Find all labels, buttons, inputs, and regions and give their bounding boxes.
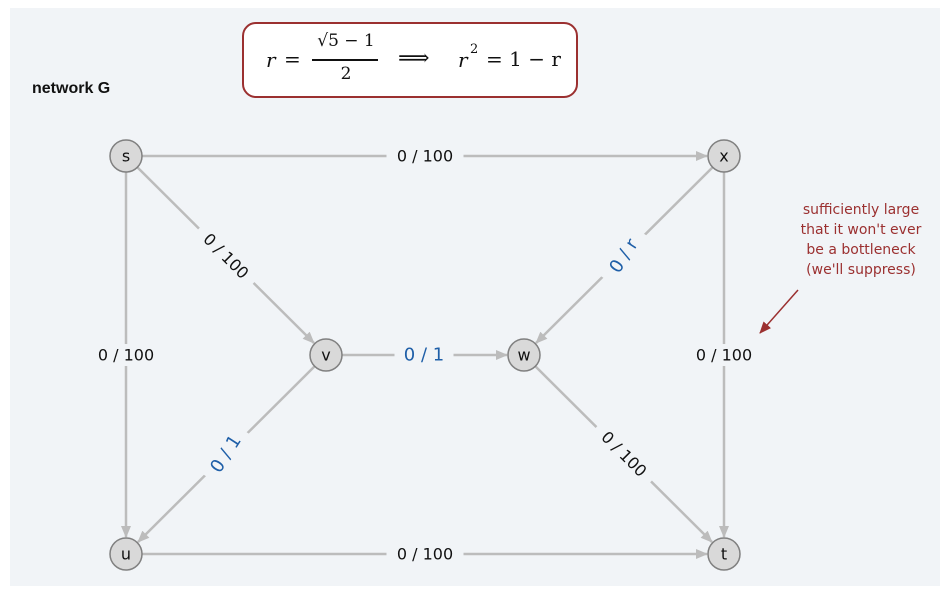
edge-label-bg [685, 344, 763, 366]
edge-label-bg [386, 145, 464, 167]
node-circle [109, 537, 143, 571]
edge-label: 0 / 100 [397, 147, 453, 166]
formula-numerator: √5 − 1 [317, 31, 375, 51]
node-s: s [109, 139, 143, 173]
edge-labels-layer: 0 / 100 0 / 100 0 / 100 0 / r 0 / 100 0 / 1 0 … [87, 145, 763, 565]
edge-label-bg [394, 344, 454, 366]
edge-label-group-u-t: 0 / 100 [386, 543, 464, 565]
network-title: network G [32, 80, 111, 97]
nodes-layer: s x v w u t [109, 139, 741, 571]
edge-label-bg [598, 225, 650, 287]
annotation-line-1: sufficiently large [802, 202, 920, 218]
node-label: w [517, 346, 530, 365]
edge-label-bg [190, 220, 262, 292]
edge-label-group-x-w: 0 / r [598, 225, 650, 287]
annotation-arrow [759, 289, 799, 334]
fraction-bar [312, 59, 378, 61]
annotation-line-4: (we'll suppress) [806, 262, 916, 278]
edge-label-bg [588, 418, 660, 490]
annotation-line-3: be a bottleneck [806, 242, 916, 258]
edge-label: 0 / 100 [199, 229, 252, 282]
edge-label-bg [87, 344, 165, 366]
diagram-panel [10, 8, 940, 586]
node-label: t [721, 545, 727, 564]
formula-lhs-var: r [266, 48, 276, 72]
node-circle [109, 139, 143, 173]
edge-label: 0 / 100 [696, 346, 752, 365]
node-label: x [719, 147, 728, 166]
edge-label-group-s-u: 0 / 100 [87, 344, 165, 366]
edge-label-group-x-t: 0 / 100 [685, 344, 763, 366]
formula-equals: = [284, 47, 301, 71]
node-u: u [109, 537, 143, 571]
annotation-note: sufficiently large that it won't ever be… [788, 200, 934, 280]
edge-label-group-s-x: 0 / 100 [386, 145, 464, 167]
node-circle [707, 537, 741, 571]
edge-label-group-s-v: 0 / 100 [190, 220, 262, 292]
annotation-line-2: that it won't ever [800, 222, 922, 238]
node-circle [309, 338, 343, 372]
edge-label-bg [386, 543, 464, 565]
implies-symbol: ⟹ [398, 46, 430, 71]
formula-exponent: 2 [470, 42, 479, 57]
edge-label-bg [200, 423, 252, 485]
edge-label: 0 / 1 [404, 345, 444, 366]
edge-label-group-v-w: 0 / 1 [394, 344, 454, 366]
node-circle [507, 338, 541, 372]
node-t: t [707, 537, 741, 571]
node-w: w [507, 338, 541, 372]
node-x: x [707, 139, 741, 173]
edge-label: 0 / 100 [98, 346, 154, 365]
edge-label: 0 / 100 [397, 545, 453, 564]
node-label: s [122, 147, 130, 166]
formula-box [242, 22, 578, 98]
edge-label-group-w-t: 0 / 100 [588, 418, 660, 490]
node-label: v [321, 346, 330, 365]
formula-denominator: 2 [340, 64, 352, 84]
node-v: v [309, 338, 343, 372]
edge-label-group-v-u: 0 / 1 [200, 423, 252, 485]
node-circle [707, 139, 741, 173]
node-label: u [121, 545, 131, 564]
formula-rhs-var: r [458, 48, 468, 72]
edge-label: 0 / 100 [597, 427, 650, 480]
formula-rhs-rest: = 1 − r [486, 47, 561, 71]
